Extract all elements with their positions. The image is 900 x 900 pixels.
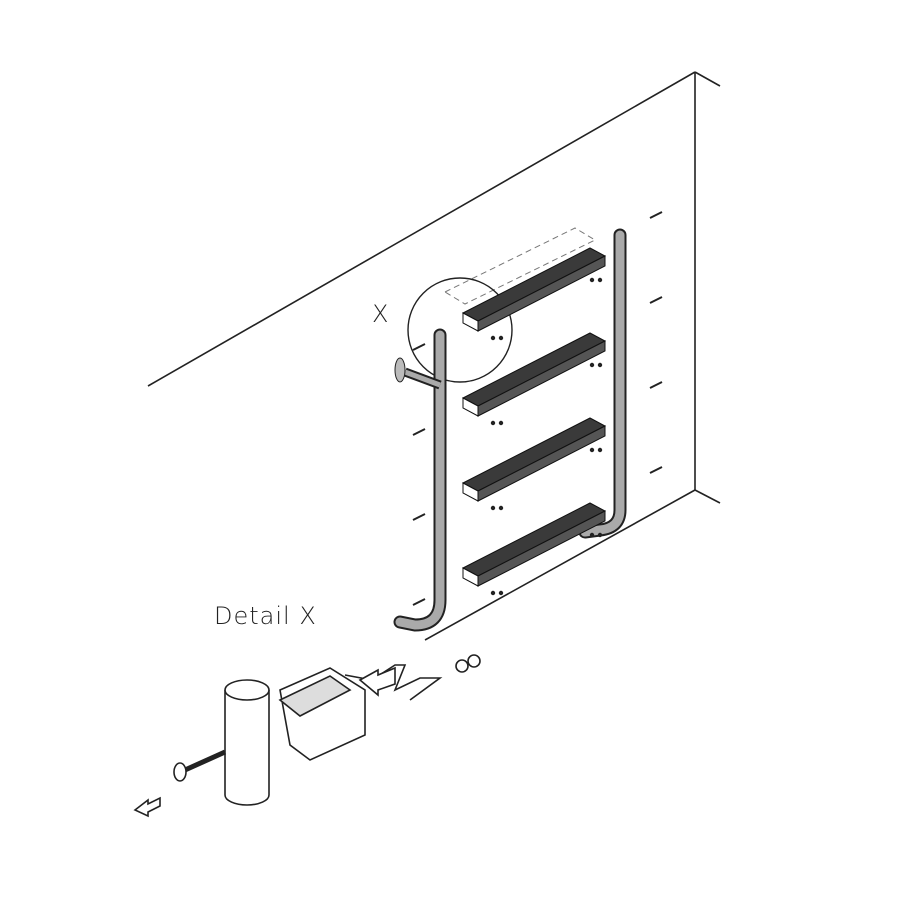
removed-step-outline (443, 227, 597, 305)
grip-grid (278, 675, 352, 717)
screw (412, 343, 426, 351)
screw (649, 381, 663, 389)
detail-marker-label: X (372, 300, 390, 328)
screw (649, 296, 663, 304)
nut (597, 362, 603, 368)
nut (597, 277, 603, 283)
detail-circle (407, 277, 513, 383)
bolt-head (173, 762, 187, 782)
nut (498, 505, 504, 511)
nut (597, 447, 603, 453)
detail-title-label: Detail X (214, 602, 317, 630)
ladder-step (412, 211, 663, 351)
wall-flange (394, 357, 406, 383)
nut (490, 335, 496, 341)
nut (589, 362, 595, 368)
nut (455, 659, 469, 673)
pipe-section (224, 690, 270, 806)
nut (498, 590, 504, 596)
bolt-arrow-icon (133, 796, 161, 818)
ladder-step (412, 466, 663, 606)
nut (490, 505, 496, 511)
nut (490, 590, 496, 596)
nut (490, 420, 496, 426)
nut (589, 277, 595, 283)
nut (498, 420, 504, 426)
ladder-step (412, 381, 663, 521)
nut (597, 532, 603, 538)
ladder-steps (412, 211, 663, 606)
nut (589, 532, 595, 538)
nut (467, 654, 481, 668)
screw (412, 428, 426, 436)
screw (412, 598, 426, 606)
screw (649, 466, 663, 474)
screw (649, 211, 663, 219)
arrow-in-icon (358, 666, 396, 697)
screw (412, 513, 426, 521)
ladder-step (412, 296, 663, 436)
nut (498, 335, 504, 341)
wall-outline (147, 71, 721, 641)
nut (589, 447, 595, 453)
detail-x-drawing (133, 654, 481, 818)
